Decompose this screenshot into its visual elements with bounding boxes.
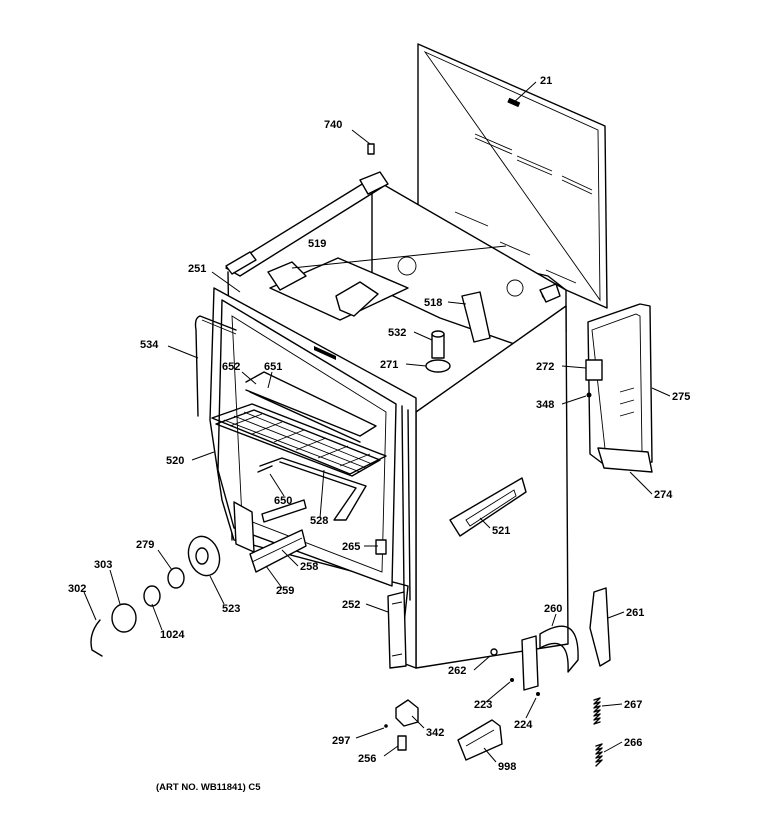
art-number-caption: (ART NO. WB11841) C5 — [156, 782, 261, 793]
label-258: 258 — [300, 561, 318, 573]
label-532: 532 — [388, 327, 406, 339]
label-740: 740 — [324, 119, 342, 131]
label-279: 279 — [136, 539, 154, 551]
label-651: 651 — [264, 361, 282, 373]
label-348: 348 — [536, 399, 554, 411]
label-650: 650 — [274, 495, 292, 507]
label-523: 523 — [222, 603, 240, 615]
oven-cabinet — [209, 171, 569, 669]
label-302: 302 — [68, 583, 86, 595]
oven-rack-part — [211, 371, 387, 521]
side-panel-part — [585, 303, 653, 473]
label-520: 520 — [166, 455, 184, 467]
label-21: 21 — [540, 75, 552, 87]
lower-bracket-part — [249, 499, 307, 573]
label-275: 275 — [672, 391, 690, 403]
label-261: 261 — [626, 607, 644, 619]
label-262: 262 — [448, 665, 466, 677]
label-297: 297 — [332, 735, 350, 747]
label-342: 342 — [426, 727, 444, 739]
label-521: 521 — [492, 525, 510, 537]
label-534: 534 — [140, 339, 159, 351]
label-223: 223 — [474, 699, 492, 711]
label-519: 519 — [308, 238, 326, 250]
label-267: 267 — [624, 699, 642, 711]
label-518: 518 — [424, 297, 442, 309]
label-998: 998 — [498, 761, 516, 773]
label-303: 303 — [94, 559, 112, 571]
label-274: 274 — [654, 489, 673, 501]
label-265: 265 — [342, 541, 360, 553]
hinge-receiver-part — [387, 591, 407, 669]
label-528: 528 — [310, 515, 328, 527]
label-251: 251 — [188, 263, 206, 275]
label-271: 271 — [380, 359, 398, 371]
label-224: 224 — [514, 719, 533, 731]
label-266: 266 — [624, 737, 642, 749]
door-gasket-part — [194, 315, 237, 417]
label-260: 260 — [544, 603, 562, 615]
leader-lines — [83, 81, 671, 763]
oven-light-part — [90, 535, 221, 657]
label-1024: 1024 — [160, 629, 185, 641]
part-labels: 21 740 519 251 518 532 271 534 652 651 2… — [68, 75, 690, 773]
label-652: 652 — [222, 361, 240, 373]
label-252: 252 — [342, 599, 360, 611]
label-256: 256 — [358, 753, 376, 765]
label-272: 272 — [536, 361, 554, 373]
label-259: 259 — [276, 585, 294, 597]
clip-740-part — [367, 143, 375, 155]
